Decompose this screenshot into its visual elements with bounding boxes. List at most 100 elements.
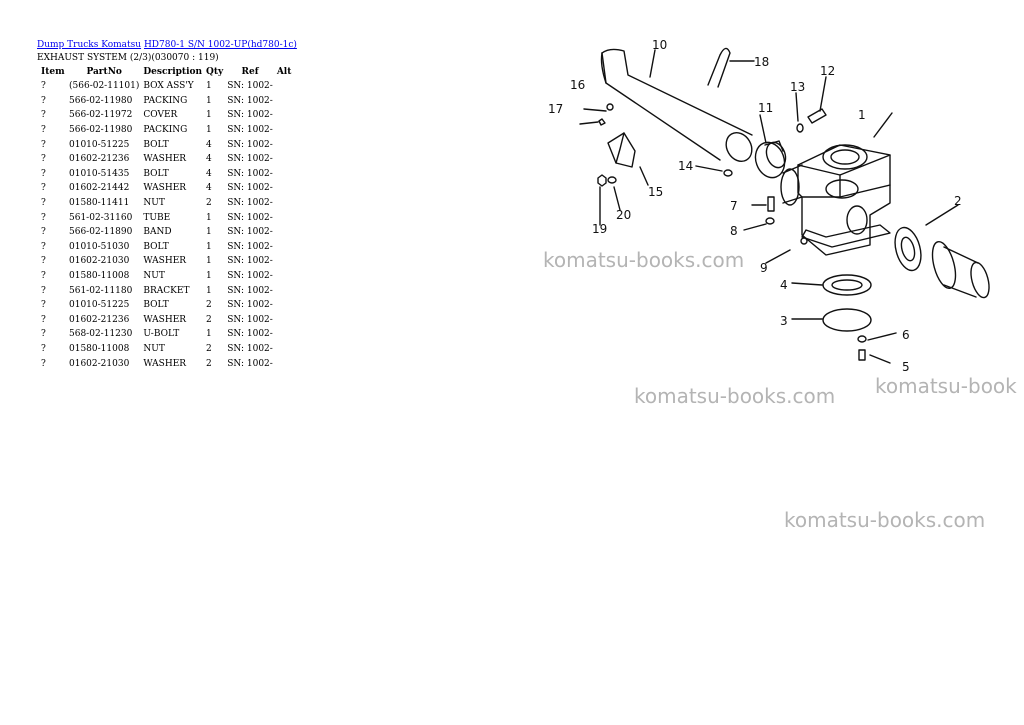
item-cell: ? xyxy=(41,329,46,340)
alt-cell xyxy=(275,225,299,240)
ref-cell: SN: 1002- xyxy=(227,241,273,252)
ref-cell: SN: 1002- xyxy=(227,300,273,311)
partno-cell: 01010-51225 xyxy=(69,300,130,311)
ref-cell: SN: 1002- xyxy=(227,198,273,209)
qty-cell: 2 xyxy=(206,358,212,369)
qty-cell: 4 xyxy=(206,183,212,194)
item-cell: ? xyxy=(41,343,46,354)
callout-16: 16 xyxy=(570,78,585,92)
ref-cell: SN: 1002- xyxy=(227,329,273,340)
qty-cell: 1 xyxy=(206,256,212,267)
description-cell: BAND xyxy=(143,227,172,238)
tube-part xyxy=(600,48,753,163)
parts-table: Item PartNo Description Qty Ref Alt ?(56… xyxy=(37,64,299,371)
description-cell: NUT xyxy=(143,343,165,354)
description-cell: BRACKET xyxy=(143,285,190,296)
alt-cell xyxy=(275,181,299,196)
callout-4: 4 xyxy=(780,278,788,292)
qty-cell: 1 xyxy=(206,271,212,282)
item-cell: ? xyxy=(41,168,46,179)
description-cell: NUT xyxy=(143,271,165,282)
item-cell: ? xyxy=(41,271,46,282)
description-cell: NUT xyxy=(143,198,165,209)
callout-5: 5 xyxy=(902,360,910,374)
callout-7: 7 xyxy=(730,199,738,213)
item-cell: ? xyxy=(41,110,46,121)
watermark: komatsu-books.com xyxy=(634,384,836,408)
alt-cell xyxy=(275,79,299,94)
ref-cell: SN: 1002- xyxy=(227,125,273,136)
item-cell: ? xyxy=(41,314,46,325)
alt-cell xyxy=(275,94,299,109)
partno-cell: 01010-51030 xyxy=(69,241,130,252)
breadcrumb: Dump Trucks Komatsu HD780-1 S/N 1002-UP(… xyxy=(37,40,297,50)
alt-cell xyxy=(275,123,299,138)
breadcrumb-link-category[interactable]: Dump Trucks Komatsu xyxy=(37,40,142,50)
table-header-row: Item PartNo Description Qty Ref Alt xyxy=(37,64,299,79)
ref-cell: SN: 1002- xyxy=(227,212,273,223)
partno-cell: 566-02-11890 xyxy=(69,227,133,238)
alt-cell xyxy=(275,254,299,269)
item-cell: ? xyxy=(41,198,46,209)
watermark: komatsu-books.com xyxy=(543,248,745,272)
ref-cell: SN: 1002- xyxy=(227,314,273,325)
partno-cell: 566-02-11980 xyxy=(69,95,133,106)
item-cell: ? xyxy=(41,154,46,165)
qty-cell: 1 xyxy=(206,110,212,121)
item-cell: ? xyxy=(41,183,46,194)
description-cell: WASHER xyxy=(143,154,187,165)
callout-2: 2 xyxy=(954,194,962,208)
ref-cell: SN: 1002- xyxy=(227,343,273,354)
callout-11: 11 xyxy=(758,101,773,115)
alt-cell xyxy=(275,269,299,284)
alt-cell xyxy=(275,240,299,255)
callout-13: 13 xyxy=(790,80,805,94)
callout-8: 8 xyxy=(730,224,738,238)
qty-cell: 2 xyxy=(206,198,212,209)
callout-10: 10 xyxy=(652,38,667,52)
alt-cell xyxy=(275,313,299,328)
partno-cell: (566-02-11101) xyxy=(69,81,140,92)
header-description: Description xyxy=(143,66,203,77)
header-ref: Ref xyxy=(241,66,259,77)
item-cell: ? xyxy=(41,95,46,106)
qty-cell: 2 xyxy=(206,300,212,311)
ref-cell: SN: 1002- xyxy=(227,358,273,369)
qty-cell: 1 xyxy=(206,212,212,223)
item-cell: ? xyxy=(41,358,46,369)
partno-cell: 566-02-11972 xyxy=(69,110,133,121)
description-cell: TUBE xyxy=(143,212,171,223)
description-cell: BOLT xyxy=(143,168,169,179)
description-cell: BOX ASS'Y xyxy=(143,81,194,92)
partno-cell: 01580-11008 xyxy=(69,343,130,354)
callout-15: 15 xyxy=(648,185,663,199)
callout-19: 19 xyxy=(592,222,607,236)
callout-14: 14 xyxy=(678,159,693,173)
alt-cell xyxy=(275,283,299,298)
alt-cell xyxy=(275,137,299,152)
alt-cell xyxy=(275,152,299,167)
breadcrumb-link-model[interactable]: HD780-1 S/N 1002-UP(hd780-1c) xyxy=(143,40,297,50)
qty-cell: 2 xyxy=(206,314,212,325)
qty-cell: 1 xyxy=(206,95,212,106)
item-cell: ? xyxy=(41,241,46,252)
partno-cell: 01602-21236 xyxy=(69,314,130,325)
ref-cell: SN: 1002- xyxy=(227,168,273,179)
description-cell: BOLT xyxy=(143,300,169,311)
partno-cell: 01602-21030 xyxy=(69,256,130,267)
description-cell: WASHER xyxy=(143,314,187,325)
partno-cell: 01010-51435 xyxy=(69,168,130,179)
item-cell: ? xyxy=(41,212,46,223)
description-cell: WASHER xyxy=(143,358,187,369)
callout-12: 12 xyxy=(820,64,835,78)
description-cell: COVER xyxy=(143,110,178,121)
item-cell: ? xyxy=(41,285,46,296)
